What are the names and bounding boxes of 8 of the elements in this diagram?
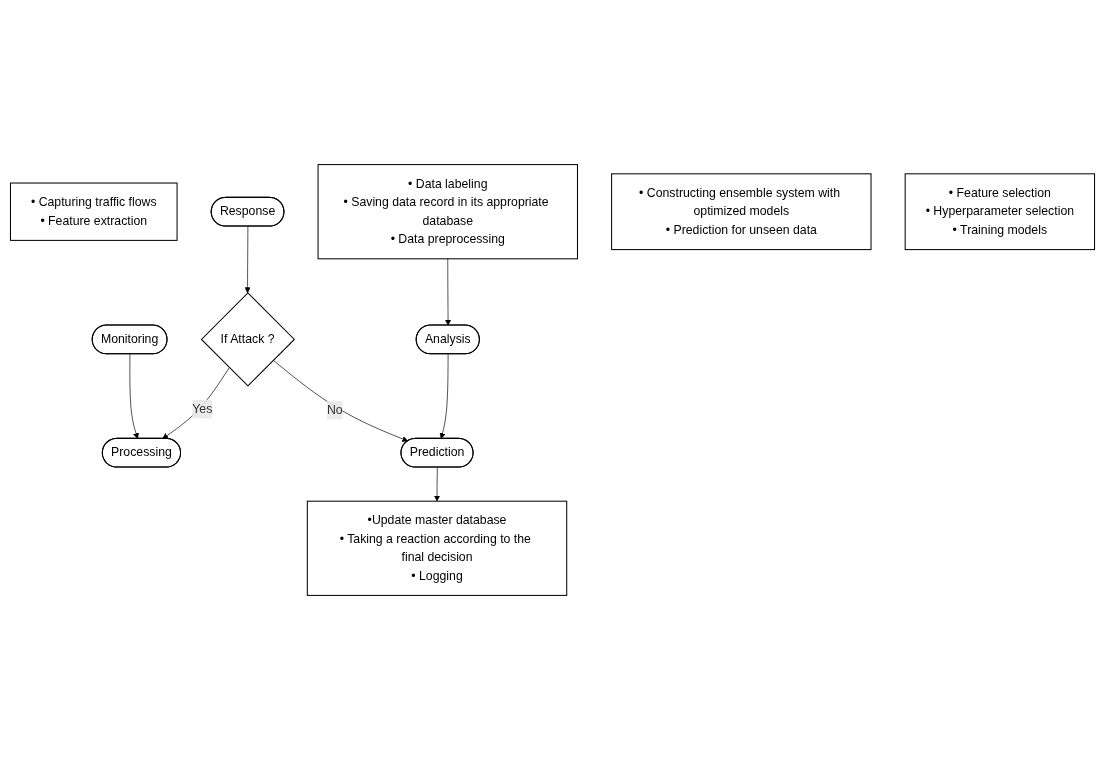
- node-box: •Update master database • Taking a reaction according to the final decision • Logging: [306, 500, 568, 596]
- node-box: • Capturing traffic flows • Feature extraction: [9, 182, 178, 241]
- node-box: • Data labeling • Saving data record in its appropriate database • Data preprocessing: [317, 164, 578, 260]
- edge-label: No: [326, 403, 343, 417]
- node-box: • Constructing ensemble system with optimized models • Prediction for unseen data: [611, 173, 872, 251]
- node-box: • Feature selection • Hyperparameter selection • Training models: [904, 173, 1096, 251]
- edge-label: Yes: [192, 402, 213, 416]
- node-diamond: If Attack ?: [200, 292, 296, 387]
